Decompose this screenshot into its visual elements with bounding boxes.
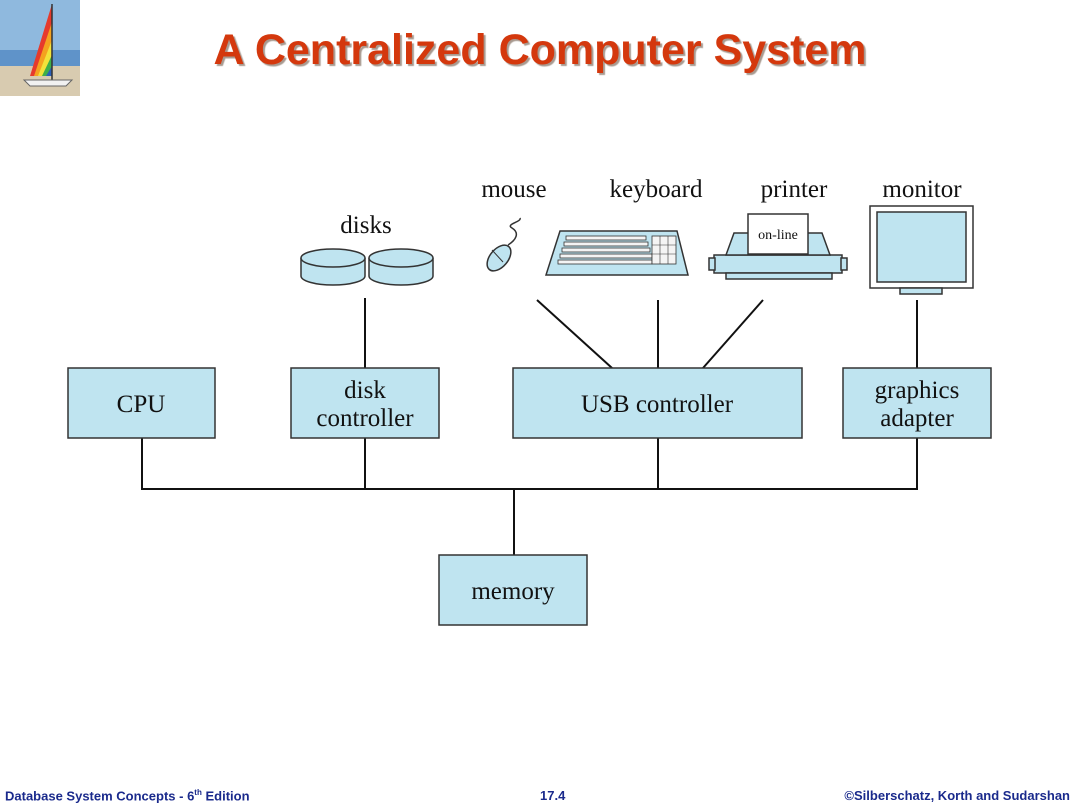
graphics-adapter-label-line2: adapter xyxy=(880,405,954,432)
footer-copyright: ©Silberschatz, Korth and Sudarshan xyxy=(844,788,1070,803)
graphics-adapter-box: graphics adapter xyxy=(842,367,992,439)
slide-title: A Centralized Computer System xyxy=(213,26,867,74)
keyboard-label: keyboard xyxy=(609,176,703,203)
disks-label: disks xyxy=(340,212,391,239)
usb-controller-label: USB controller xyxy=(581,391,734,418)
memory-box: memory xyxy=(438,554,588,626)
footer-page-number: 17.4 xyxy=(540,788,566,803)
cpu-box: CPU xyxy=(67,367,216,439)
footer-left: Database System Concepts - 6th Edition xyxy=(5,788,250,804)
monitor-label: monitor xyxy=(882,176,962,203)
keyboard-icon xyxy=(544,230,689,276)
printer-icon: on-line xyxy=(708,213,848,280)
cpu-label: CPU xyxy=(117,391,166,418)
bus-lines xyxy=(141,298,918,555)
sailboat-logo-icon xyxy=(0,0,80,96)
monitor-icon xyxy=(869,205,974,295)
disk-controller-box: disk controller xyxy=(290,367,440,439)
usb-controller-box: USB controller xyxy=(512,367,803,439)
memory-label: memory xyxy=(471,578,555,605)
mouse-icon xyxy=(486,217,521,272)
disks-icon xyxy=(300,248,434,286)
graphics-adapter-label-line1: graphics xyxy=(875,377,960,404)
printer-label: printer xyxy=(761,176,828,203)
printer-panel-label: on-line xyxy=(758,228,798,243)
disk-controller-label-line2: controller xyxy=(316,405,414,432)
disk-controller-label-line1: disk xyxy=(344,377,386,404)
mouse-label: mouse xyxy=(481,176,546,203)
